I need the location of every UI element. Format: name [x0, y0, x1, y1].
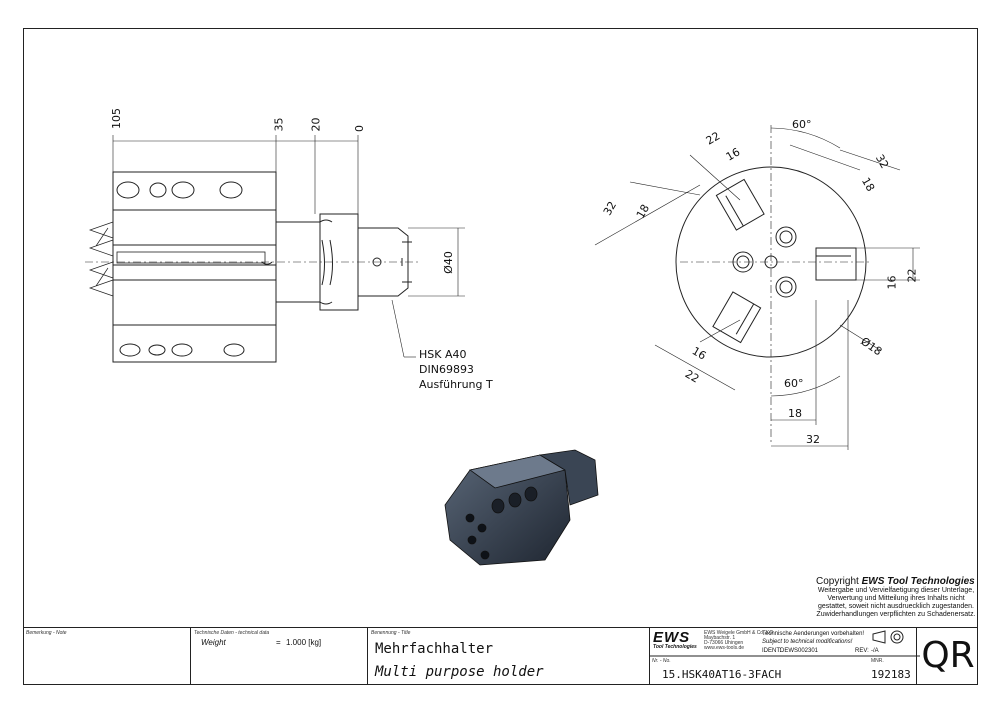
- part-number: 15.HSK40AT16-3FACH: [662, 668, 782, 681]
- side-view: [85, 135, 465, 363]
- copyright-prefix: Copyright: [816, 576, 859, 587]
- dim-b32: 32: [806, 433, 820, 446]
- rev-label: REV:: [855, 648, 869, 654]
- mnr-value: 192183: [871, 668, 911, 681]
- copyright-line-4: Zuwiderhandlungen verpflichten zu Schade…: [816, 611, 976, 618]
- dim-r22: 22: [905, 268, 919, 283]
- drawing-frame: [23, 28, 978, 685]
- techdata-label: Technische Daten - technical data: [194, 630, 270, 636]
- company-line-4: www.ews-tools.de: [704, 645, 745, 651]
- title-block-divider: [650, 655, 920, 657]
- company-line-1: EWS Weigele GmbH & Co. KG: [704, 630, 774, 636]
- isometric-view: [444, 449, 599, 566]
- copyright-brand: EWS Tool Technologies: [861, 576, 975, 587]
- dim-0: 0: [353, 125, 366, 132]
- dim-105: 105: [110, 108, 123, 129]
- title-block: Bemerkung - Note Technische Daten - tech…: [23, 627, 978, 685]
- copyright-line-1: Weitergabe und Vervielfaetigung dieser U…: [817, 587, 975, 594]
- company-line-3: D-73066 Uhingen: [704, 640, 744, 646]
- callout-line-3: Ausführung T: [419, 378, 493, 391]
- ews-logo: EWS Tool Technologies: [653, 629, 701, 651]
- title-en: Multi purpose holder: [375, 664, 544, 680]
- callout-line-2: DIN69893: [419, 363, 474, 376]
- notice-en: Subject to technical modifications!: [762, 639, 853, 645]
- ident-label: IDENT:: [762, 648, 782, 654]
- notice-de: Technische Aenderungen vorbehalten!: [762, 631, 865, 637]
- company-cell: EWS Tool Technologies EWS Weigele GmbH &…: [650, 628, 781, 685]
- techdata-cell: Technische Daten - technical data Weight…: [191, 628, 368, 685]
- holder-body: [112, 171, 277, 363]
- dim-20: 20: [309, 117, 323, 132]
- title-label: Benennung - Title: [371, 630, 411, 636]
- dim-angle-top: 60°: [792, 118, 812, 131]
- remark-cell: Bemerkung - Note: [23, 628, 191, 685]
- remark-label: Bemerkung - Note: [26, 630, 67, 636]
- dim-angle-bottom: 60°: [784, 377, 804, 390]
- notice-cell: Technische Aenderungen vorbehalten! Subj…: [758, 628, 864, 685]
- mnr-label: MNR.: [871, 658, 884, 664]
- copyright-line-2: Verwertung und Mitteilung ihres Inhalts …: [827, 595, 965, 602]
- nr-label: Nr. - No.: [652, 658, 671, 664]
- copyright-notice: Copyright EWS Tool Technologies Weiterga…: [816, 576, 976, 619]
- callout-line-1: HSK A40: [419, 348, 467, 361]
- copyright-heading: Copyright EWS Tool Technologies: [816, 576, 976, 587]
- dim-dia40: Ø40: [441, 251, 455, 274]
- ident-value: DEWS002301: [780, 648, 819, 654]
- title-de: Mehrfachhalter: [375, 641, 494, 657]
- weight-label: Weight: [201, 638, 226, 647]
- ews-logo-sub: Tool Technologies: [653, 644, 697, 650]
- front-view: [594, 125, 920, 450]
- weight-equals: =: [276, 638, 281, 647]
- dim-35: 35: [272, 117, 286, 132]
- copyright-line-3: gestattet, soweit nicht ausdruecklich zu…: [817, 603, 975, 610]
- hsk-callout: HSK A40 DIN69893 Ausführung T: [419, 347, 493, 392]
- ews-logo-text: EWS: [653, 629, 691, 646]
- projection-symbol-icon: [872, 630, 904, 644]
- dim-r16: 16: [885, 275, 899, 290]
- qr-code[interactable]: QR: [921, 635, 975, 676]
- title-cell: Benennung - Title Mehrfachhalter Multi p…: [368, 628, 650, 685]
- dim-b18: 18: [788, 407, 802, 420]
- company-address: EWS Weigele GmbH & Co. KG Maybachstr. 1 …: [704, 631, 773, 651]
- rev-value: -/A: [871, 648, 879, 654]
- company-line-2: Maybachstr. 1: [704, 635, 736, 641]
- weight-value: 1.000 [kg]: [286, 638, 322, 647]
